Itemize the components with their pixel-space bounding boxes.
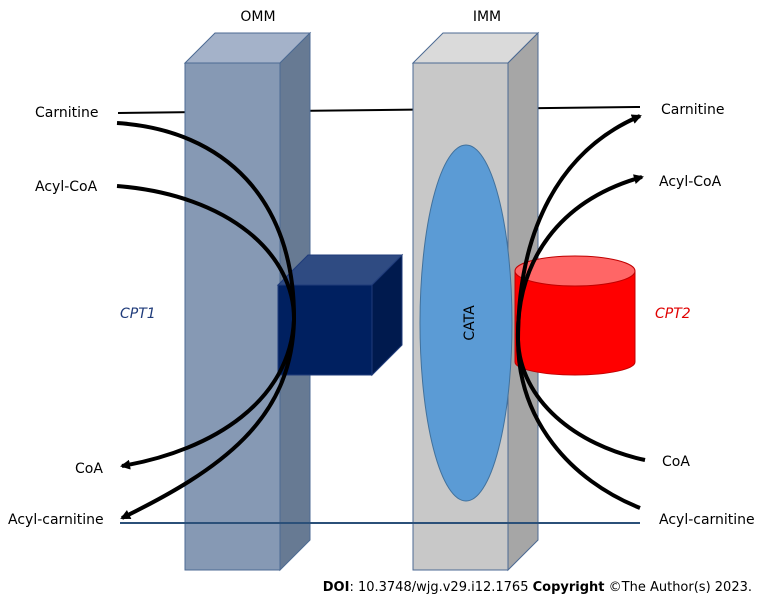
right-acyl-coa-label: Acyl-CoA	[659, 174, 722, 190]
omm-label: OMM	[240, 9, 275, 25]
cpt1-label: CPT1	[120, 306, 156, 322]
imm-label: IMM	[473, 9, 501, 25]
cpt1-cube	[276, 253, 404, 377]
left-carnitine-label: Carnitine	[35, 105, 99, 121]
left-acyl-coa-label: Acyl-CoA	[35, 179, 98, 195]
doi-value: : 10.3748/wjg.v29.i12.1765	[349, 580, 533, 595]
cpt2-acyl-coa-out-curve	[515, 174, 646, 462]
right-coa-label: CoA	[662, 454, 690, 470]
copyright-label: Copyright	[532, 580, 605, 595]
left-acyl-carnitine-label: Acyl-carnitine	[8, 512, 104, 528]
right-carnitine-label: Carnitine	[661, 102, 725, 118]
cpt1-acyl-coa-in-curve	[116, 184, 297, 470]
citation-footer: DOI: 10.3748/wjg.v29.i12.1765 Copyright …	[323, 580, 752, 595]
outer-membrane-front	[184, 62, 281, 571]
copyright-value: ©The Author(s) 2023.	[604, 580, 752, 595]
cpt1-reaction-arrows	[116, 121, 297, 520]
right-acyl-carnitine-label: Acyl-carnitine	[659, 512, 755, 528]
cpt2-cylinder	[514, 255, 636, 376]
cpt2-cylinder-top	[514, 255, 636, 287]
cata-transporter	[419, 144, 513, 502]
cpt2-cylinder-body	[514, 270, 636, 376]
doi-label: DOI	[322, 580, 350, 595]
cpt2-label: CPT2	[655, 306, 691, 322]
cata-label: CATA	[462, 305, 478, 341]
cpt2-reaction-arrows	[515, 114, 646, 510]
left-coa-label: CoA	[75, 461, 103, 477]
